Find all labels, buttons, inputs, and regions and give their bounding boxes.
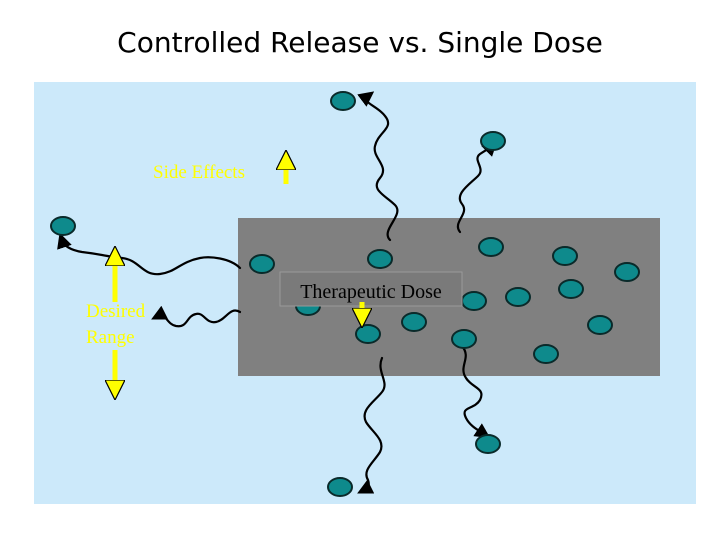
trail-left-2 — [151, 305, 242, 328]
particle — [355, 324, 381, 344]
trail-top-2 — [456, 140, 498, 234]
side-effects-label: Side Effects — [153, 162, 245, 183]
particle — [587, 315, 613, 335]
trail-bottom-2 — [460, 344, 491, 439]
particle — [480, 131, 506, 151]
slide-title: Controlled Release vs. Single Dose — [117, 26, 603, 59]
therapeutic-dose-label: Therapeutic Dose — [300, 281, 442, 303]
trail-top-1 — [357, 91, 399, 242]
particle — [475, 434, 501, 454]
particle — [249, 254, 275, 274]
desired-range-label-line2: Range — [86, 327, 135, 348]
particle — [461, 291, 487, 311]
particle — [614, 262, 640, 282]
particle — [330, 91, 356, 111]
particle — [367, 249, 393, 269]
trail-bottom-1 — [357, 356, 386, 494]
desired-range-label-line1: Desired — [86, 301, 146, 322]
particle — [478, 237, 504, 257]
therapeutic-dose-label-box — [279, 271, 463, 307]
particle — [451, 329, 477, 349]
trail-left-1 — [57, 232, 242, 276]
particle — [327, 477, 353, 497]
particle — [533, 344, 559, 364]
particle — [558, 279, 584, 299]
particle — [505, 287, 531, 307]
particle — [401, 312, 427, 332]
particle — [50, 216, 76, 236]
particle — [552, 246, 578, 266]
